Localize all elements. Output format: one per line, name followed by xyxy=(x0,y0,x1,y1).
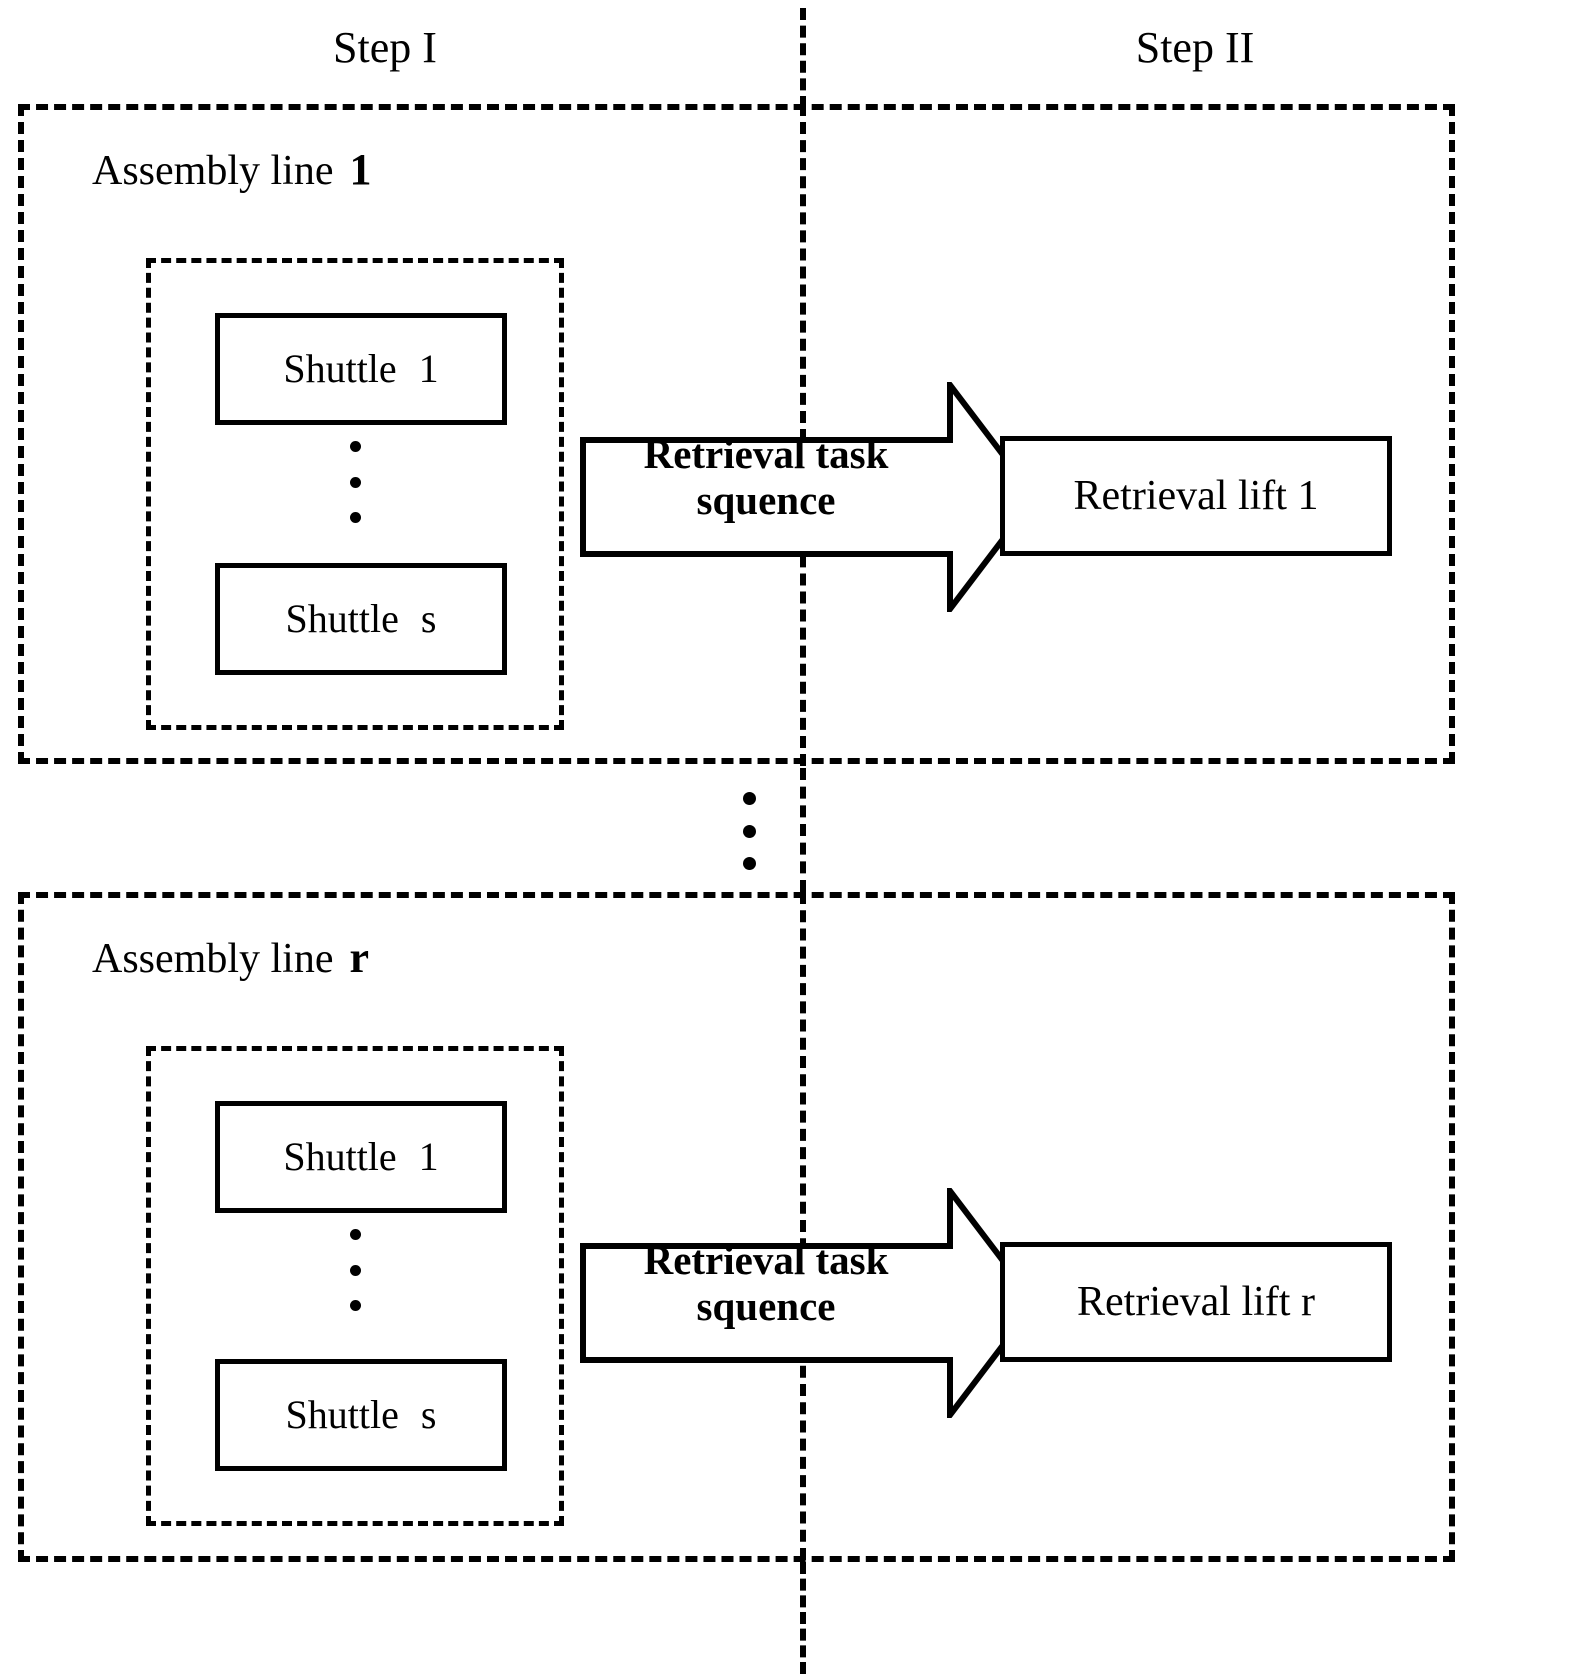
center-divider-segment-block2 xyxy=(800,892,806,1560)
retrieval-lift-box-r[interactable]: Retrieval lift r xyxy=(1000,1242,1392,1362)
ellipsis-dot xyxy=(349,476,361,488)
assembly-line-block-1: Assembly line 1 Shuttle 1 Shuttle s Retriev… xyxy=(18,104,1455,764)
center-divider-segment-top xyxy=(800,8,806,108)
assembly-line-index-r: r xyxy=(349,933,370,982)
assembly-line-block-r: Assembly line r Shuttle 1 Shuttle s Retriev… xyxy=(18,892,1455,1562)
shuttle-label-text: Shuttle xyxy=(283,346,397,391)
assembly-line-title-text-r: Assembly line xyxy=(92,936,334,982)
shuttle-box-label-r-s: Shuttle s xyxy=(286,1395,437,1435)
retrieval-task-arrow-1: Retrieval task squence xyxy=(580,382,1040,612)
retrieval-lift-label-1: Retrieval lift 1 xyxy=(1073,473,1319,519)
shuttle-label-index: s xyxy=(420,596,437,641)
ellipsis-dot xyxy=(349,1300,361,1311)
shuttle-label-text: Shuttle xyxy=(285,596,399,641)
step-1-header: Step I xyxy=(333,23,437,72)
retrieval-lift-box-1[interactable]: Retrieval lift 1 xyxy=(1000,436,1392,556)
shuttle-group-1: Shuttle 1 Shuttle s xyxy=(146,258,564,730)
shuttle-label-index: 1 xyxy=(418,1134,439,1179)
shuttle-box-label-r-1: Shuttle 1 xyxy=(283,1137,438,1177)
ellipsis-dot xyxy=(349,1229,361,1240)
step-2-header: Step II xyxy=(1135,23,1255,72)
shuttle-box-1-s[interactable]: Shuttle s xyxy=(215,563,507,675)
assembly-line-index-1: 1 xyxy=(349,145,372,194)
arrow-shape-icon xyxy=(580,382,1039,612)
center-divider-segment-gap xyxy=(800,768,806,892)
arrow-shape-icon xyxy=(580,1188,1039,1418)
ellipsis-dot xyxy=(743,792,756,805)
retrieval-lift-label-r: Retrieval lift r xyxy=(1077,1279,1315,1325)
center-divider-segment-block1 xyxy=(800,104,806,766)
shuttle-box-1-1[interactable]: Shuttle 1 xyxy=(215,313,507,425)
ellipsis-dot xyxy=(743,824,756,838)
assembly-line-title-1: Assembly line 1 xyxy=(92,145,372,194)
shuttle-ellipsis-r xyxy=(349,1229,361,1311)
assembly-line-title-text-1: Assembly line xyxy=(92,148,334,194)
ellipsis-dot xyxy=(349,1264,361,1276)
shuttle-ellipsis-1 xyxy=(349,441,361,523)
shuttle-box-r-s[interactable]: Shuttle s xyxy=(215,1359,507,1471)
ellipsis-dot xyxy=(349,441,361,452)
center-divider-segment-bottom xyxy=(800,1562,806,1674)
shuttle-box-label-1-1: Shuttle 1 xyxy=(283,349,438,389)
shuttle-box-label-1-s: Shuttle s xyxy=(286,599,437,639)
shuttle-box-r-1[interactable]: Shuttle 1 xyxy=(215,1101,507,1213)
shuttle-group-r: Shuttle 1 Shuttle s xyxy=(146,1046,564,1526)
retrieval-task-arrow-r: Retrieval task squence xyxy=(580,1188,1040,1418)
shuttle-label-text: Shuttle xyxy=(285,1392,399,1437)
ellipsis-dot xyxy=(349,512,361,523)
shuttle-label-text: Shuttle xyxy=(283,1134,397,1179)
ellipsis-dot xyxy=(743,857,756,870)
shuttle-label-index: s xyxy=(420,1392,437,1437)
assembly-lines-ellipsis xyxy=(743,792,756,870)
assembly-line-title-r: Assembly line r xyxy=(92,933,370,982)
shuttle-label-index: 1 xyxy=(418,346,439,391)
